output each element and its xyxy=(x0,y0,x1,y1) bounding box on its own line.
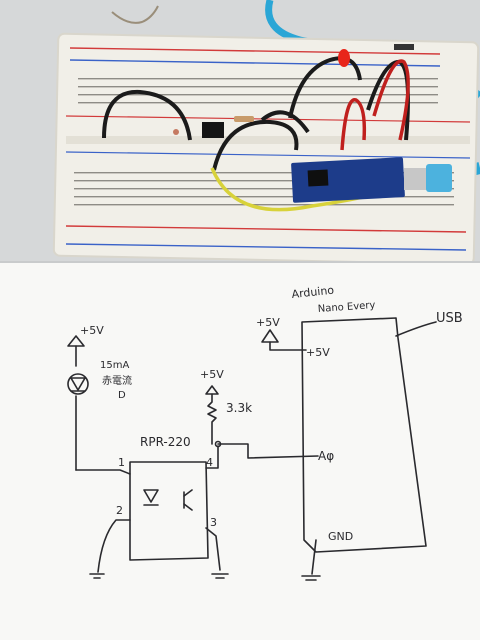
sensor-name-label: RPR-220 xyxy=(140,435,191,449)
pin2-label: 2 xyxy=(116,504,123,517)
resistor-icon xyxy=(234,116,254,122)
black-wire-jumper xyxy=(260,110,310,134)
usb-label: USB xyxy=(436,311,463,326)
pin1-label: 1 xyxy=(118,456,125,469)
stray-component-lead xyxy=(111,5,159,24)
red-wire-1 xyxy=(340,98,367,151)
board-title-line1: Arduino xyxy=(291,284,335,301)
black-wire-top xyxy=(288,56,362,119)
led-kanji-label: 赤電流 xyxy=(102,374,132,387)
pin-5v-label: +5V xyxy=(306,346,330,359)
black-wire-left xyxy=(102,89,192,141)
led-symbol-icon xyxy=(67,373,89,395)
resistor-zigzag xyxy=(207,393,217,445)
pin-a0-label: Aφ xyxy=(318,449,334,463)
black-wire-mid xyxy=(212,119,299,171)
resistor-value-label: 3.3k xyxy=(226,401,252,415)
breadboard-circuit xyxy=(102,44,452,212)
arduino-box xyxy=(301,317,427,553)
schematic-drawing xyxy=(67,317,437,581)
pin-gnd-label: GND xyxy=(328,530,353,543)
schematic-labels: Arduino Nano Every USB +5V +5V +5V 15mA … xyxy=(80,284,463,543)
breadboard xyxy=(52,32,480,266)
supply-left-label: +5V xyxy=(80,324,104,337)
pyroelectric-sensor-icon xyxy=(202,122,224,138)
board-title-line2: Nano Every xyxy=(317,300,375,315)
pin3-label: 3 xyxy=(210,516,217,529)
supply-right-label: +5V xyxy=(256,316,280,329)
pin4-label: 4 xyxy=(206,456,213,469)
led-current-label: 15mA xyxy=(100,360,129,371)
supply-middle-label: +5V xyxy=(200,368,224,381)
led-symbol-label: D xyxy=(118,390,126,401)
red-led-icon xyxy=(338,49,350,67)
red-wire-2 xyxy=(372,59,410,141)
rpr220-box xyxy=(129,461,209,561)
usb-lead xyxy=(395,321,437,337)
arduino-nano-every-icon xyxy=(291,157,405,203)
paper-sheet xyxy=(0,261,480,640)
